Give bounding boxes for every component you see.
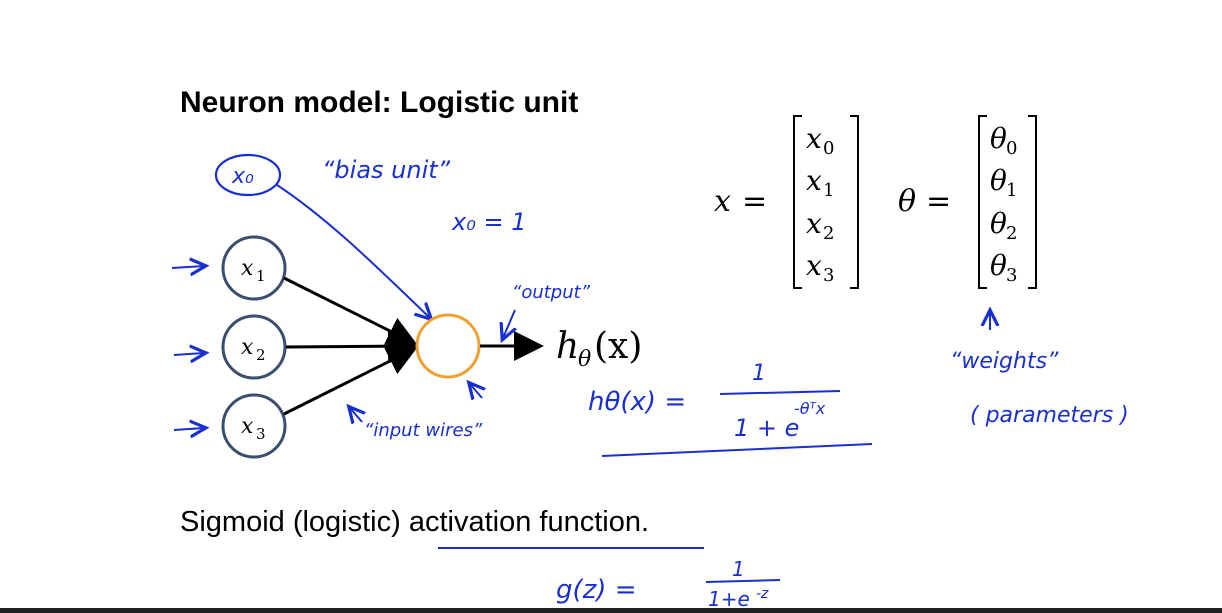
theta-entry-0-sub: 0 <box>1006 138 1017 159</box>
output-annotation-arrow <box>503 309 515 338</box>
x-entry-0-sub: 0 <box>823 138 834 159</box>
input-node-1-sub: 1 <box>256 267 266 285</box>
input-node-3: x 3 <box>221 393 287 459</box>
neuron-pointer-arrow <box>470 384 482 398</box>
output-label-sub: θ <box>578 347 591 372</box>
input-node-3-sub: 3 <box>256 425 266 443</box>
theta-vector-right-bracket <box>1028 115 1037 289</box>
g-lhs: g(z) = <box>556 575 637 605</box>
theta-entry-2-var: θ <box>990 207 1007 240</box>
hypothesis-underline <box>601 443 873 457</box>
theta-vector-name: θ <box>898 184 916 219</box>
input-wire-3 <box>283 347 418 416</box>
g-fraction-bar <box>705 579 781 583</box>
input-wires-arrow <box>350 408 362 422</box>
x-entry-1-sub: 1 <box>823 180 834 201</box>
bias-wire <box>276 184 430 318</box>
input-node-2-var: x <box>241 335 254 360</box>
hypothesis-denominator: 1 + e <box>734 414 799 442</box>
slide-title: Neuron model: Logistic unit <box>180 86 579 119</box>
bias-node-label: x₀ <box>231 164 254 189</box>
input-wire-1 <box>283 276 418 345</box>
input-node-1: x 1 <box>221 235 287 301</box>
input-node-1-var: x <box>241 256 254 281</box>
g-exponent: -z <box>756 586 769 602</box>
input-node-2-sub: 2 <box>256 346 266 364</box>
hypothesis-fraction-bar <box>719 390 841 395</box>
theta-entry-0-var: θ <box>990 122 1007 155</box>
theta-entry-3-var: θ <box>990 249 1007 282</box>
theta-entry-1-var: θ <box>990 164 1007 197</box>
output-label-h: h <box>556 326 579 367</box>
input-arrow-2 <box>173 353 204 355</box>
neuron-unit <box>415 313 481 379</box>
bias-node <box>214 153 282 197</box>
hypothesis-lhs: hθ(x) = <box>588 387 686 417</box>
x-entry-3-sub: 3 <box>823 265 834 286</box>
sigmoid-caption: Sigmoid (logistic) activation function. <box>180 506 650 538</box>
x0-equals-1-annotation: x₀ = 1 <box>451 208 526 236</box>
bias-unit-annotation: “bias unit” <box>322 156 451 184</box>
x-vector-name: x <box>714 184 731 219</box>
theta-vector-left-bracket <box>978 115 987 289</box>
input-node-2: x 2 <box>221 314 287 380</box>
weights-annotation: “weights” <box>950 349 1059 374</box>
parameters-annotation: ( parameters ) <box>970 403 1129 428</box>
video-bottom-bar <box>0 608 1222 613</box>
input-arrow-1 <box>171 266 204 268</box>
x-entry-2-sub: 2 <box>823 223 834 244</box>
input-wires-annotation: “input wires” <box>364 420 483 441</box>
hypothesis-exponent: -θᵀx <box>794 399 826 418</box>
x-vector-equals: = <box>742 184 767 219</box>
x-entry-0-var: x <box>806 122 822 155</box>
x-entry-3-var: x <box>806 249 822 282</box>
output-annotation: “output” <box>512 282 591 303</box>
x-entry-2-var: x <box>806 207 822 240</box>
g-denominator: 1+e <box>708 587 750 611</box>
x-vector-left-bracket <box>793 115 802 289</box>
x-entry-1-var: x <box>806 164 822 197</box>
theta-entry-1-sub: 1 <box>1006 180 1017 201</box>
x-vector-right-bracket <box>850 115 859 289</box>
theta-vector-equals: = <box>926 184 951 219</box>
input-wire-2 <box>285 331 418 362</box>
g-numerator: 1 <box>732 557 745 581</box>
theta-entry-3-sub: 3 <box>1006 265 1017 286</box>
input-arrow-3 <box>173 428 204 430</box>
output-label-arg: (x) <box>594 326 642 367</box>
input-node-3-var: x <box>241 414 254 439</box>
theta-entry-2-sub: 2 <box>1006 223 1017 244</box>
hypothesis-numerator: 1 <box>752 361 766 386</box>
